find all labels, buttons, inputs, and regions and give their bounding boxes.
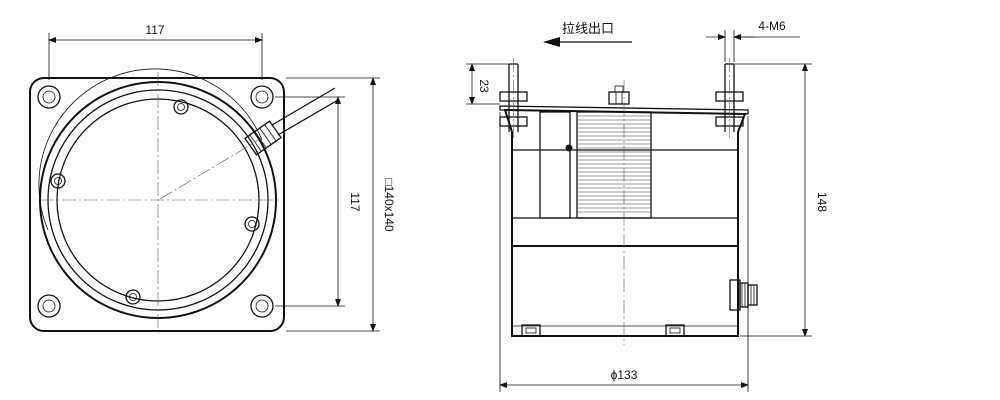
dimension-diameter-label: ϕ133 (611, 368, 638, 382)
dimension-117-right: 117 (275, 96, 362, 307)
cable (271, 87, 339, 136)
bolt-left (499, 58, 528, 140)
center-line-diagonal (159, 137, 263, 200)
cable-exit-callout: 拉线出口 (543, 22, 632, 47)
cable-gland (244, 120, 282, 156)
center-nut (608, 85, 630, 105)
bolt-callout: 4-M6 (706, 19, 800, 62)
dimension-117-top-label: 117 (145, 23, 164, 37)
cable-exit-label: 拉线出口 (562, 22, 614, 37)
dimension-diameter: ϕ133 (499, 112, 749, 392)
side-view: 拉线出口 4-M6 23 148 (466, 19, 829, 392)
dimension-140x140-label: □140x140 (382, 178, 396, 232)
dimension-148-label: 148 (815, 192, 829, 212)
drum-windings (578, 115, 650, 213)
housing-offset-arc (38, 68, 263, 231)
corner-hole-bottom-left (37, 294, 61, 318)
drum (576, 111, 652, 219)
cover-screw-bottom (125, 289, 141, 305)
top-plate (499, 105, 749, 115)
dimension-117-right-label: 117 (348, 192, 362, 211)
dimension-23-label: 23 (477, 79, 491, 93)
cover-screw-left (50, 173, 66, 189)
corner-hole-top-left (37, 85, 61, 109)
wire-point (565, 144, 573, 152)
lower-housing (511, 245, 739, 337)
cover-screw-right (244, 216, 260, 232)
corner-hole-top-right (250, 85, 274, 109)
bottom-slot-left (521, 324, 541, 337)
cover-screw-top (173, 99, 189, 115)
dimension-148: 148 (734, 63, 829, 337)
dimension-117-top: 117 (48, 23, 263, 80)
inner-block (539, 111, 571, 219)
front-view: 117 117 □140x140 (29, 23, 396, 335)
upper-body (503, 108, 747, 247)
bolt-right (715, 58, 744, 140)
dimension-140x140: □140x140 (286, 77, 396, 332)
corner-hole-bottom-right (250, 294, 274, 318)
dimension-23: 23 (466, 63, 509, 105)
bolt-callout-label: 4-M6 (758, 19, 786, 33)
square-flange (29, 77, 285, 332)
side-connector (729, 279, 758, 311)
bottom-slot-right (665, 324, 685, 337)
